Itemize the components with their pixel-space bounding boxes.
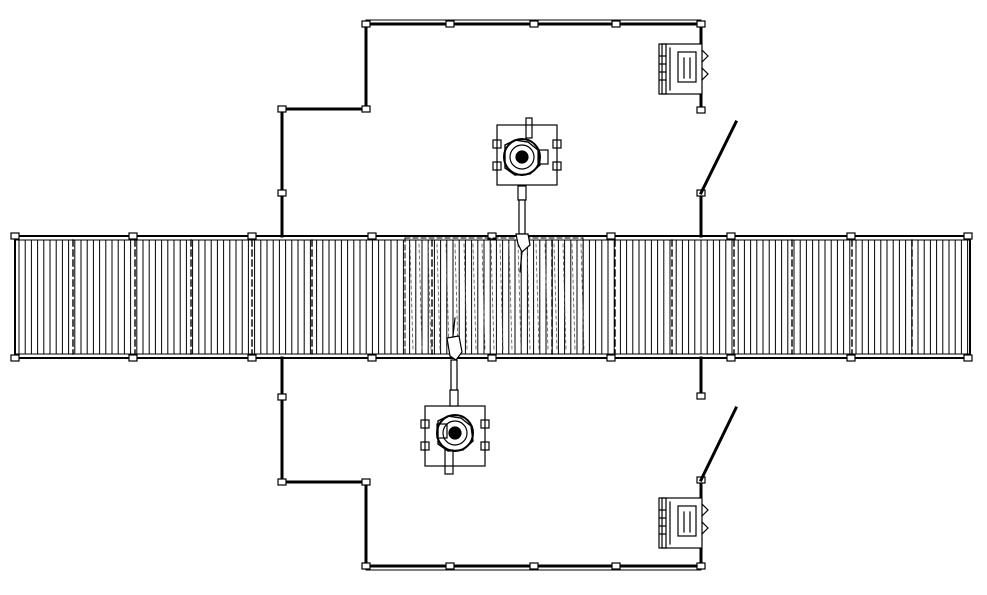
conveyor-leg bbox=[963, 232, 973, 240]
fence-post bbox=[361, 105, 371, 113]
hatch-line bbox=[526, 243, 531, 351]
hatch-line bbox=[490, 243, 495, 351]
hatch-line bbox=[544, 243, 549, 351]
hatch-line bbox=[436, 243, 441, 351]
fence-post bbox=[277, 393, 287, 401]
hatch-line bbox=[499, 243, 504, 351]
fence-post bbox=[277, 478, 287, 486]
fence-post bbox=[611, 20, 621, 28]
door-top bbox=[698, 119, 739, 196]
fence-posts bbox=[277, 20, 706, 570]
conveyor-leg bbox=[846, 232, 856, 240]
hatch-line bbox=[571, 243, 576, 351]
robot-bottom bbox=[420, 317, 490, 475]
hatch-line bbox=[454, 243, 459, 351]
hatch-line bbox=[445, 243, 450, 351]
fence-post bbox=[361, 20, 371, 28]
conveyor-leg bbox=[726, 232, 736, 240]
conveyor-leg bbox=[487, 354, 497, 362]
conveyor-rollers bbox=[18, 239, 969, 355]
controller-top bbox=[658, 43, 709, 95]
door-bottom bbox=[698, 405, 739, 483]
conveyor-legs bbox=[10, 232, 973, 362]
conveyor-leg bbox=[10, 354, 20, 362]
fence-post bbox=[696, 392, 706, 400]
conveyor-leg bbox=[247, 354, 257, 362]
conveyor-leg bbox=[367, 354, 377, 362]
controller-bottom bbox=[658, 497, 709, 549]
fence-post bbox=[445, 20, 455, 28]
hatch-line bbox=[481, 243, 486, 351]
fence-post bbox=[277, 189, 287, 197]
conveyor-leg bbox=[726, 354, 736, 362]
hatch-line bbox=[418, 243, 423, 351]
fence-post bbox=[696, 20, 706, 28]
conveyor-leg bbox=[10, 232, 20, 240]
conveyor-leg bbox=[606, 232, 616, 240]
conveyor-leg bbox=[963, 354, 973, 362]
conveyor-leg bbox=[846, 354, 856, 362]
hatch-line bbox=[463, 243, 468, 351]
fence-post bbox=[361, 478, 371, 486]
work-zone bbox=[404, 237, 585, 355]
hatch-line bbox=[562, 243, 567, 351]
hatch-line bbox=[535, 243, 540, 351]
roller-conveyor bbox=[10, 232, 973, 362]
conveyor-leg bbox=[128, 354, 138, 362]
hatch-line bbox=[472, 243, 477, 351]
conveyor-leg bbox=[487, 232, 497, 240]
hatch-line bbox=[508, 243, 513, 351]
robot-top bbox=[492, 117, 562, 273]
safety-fence bbox=[280, 19, 703, 571]
conveyor-leg bbox=[247, 232, 257, 240]
fence-post bbox=[611, 562, 621, 570]
hatch-line bbox=[553, 243, 558, 351]
conveyor-leg bbox=[367, 232, 377, 240]
fence-post bbox=[696, 562, 706, 570]
hatch-line bbox=[427, 243, 432, 351]
fence-post bbox=[529, 562, 539, 570]
fence-post bbox=[529, 20, 539, 28]
fence-post bbox=[361, 562, 371, 570]
hatch-line bbox=[580, 243, 585, 351]
hatch-line bbox=[517, 243, 522, 351]
conveyor-leg bbox=[606, 354, 616, 362]
fence-post bbox=[277, 105, 287, 113]
fence-post bbox=[696, 106, 706, 114]
conveyor-leg bbox=[128, 232, 138, 240]
hatch-line bbox=[409, 243, 414, 351]
fence-post bbox=[445, 562, 455, 570]
